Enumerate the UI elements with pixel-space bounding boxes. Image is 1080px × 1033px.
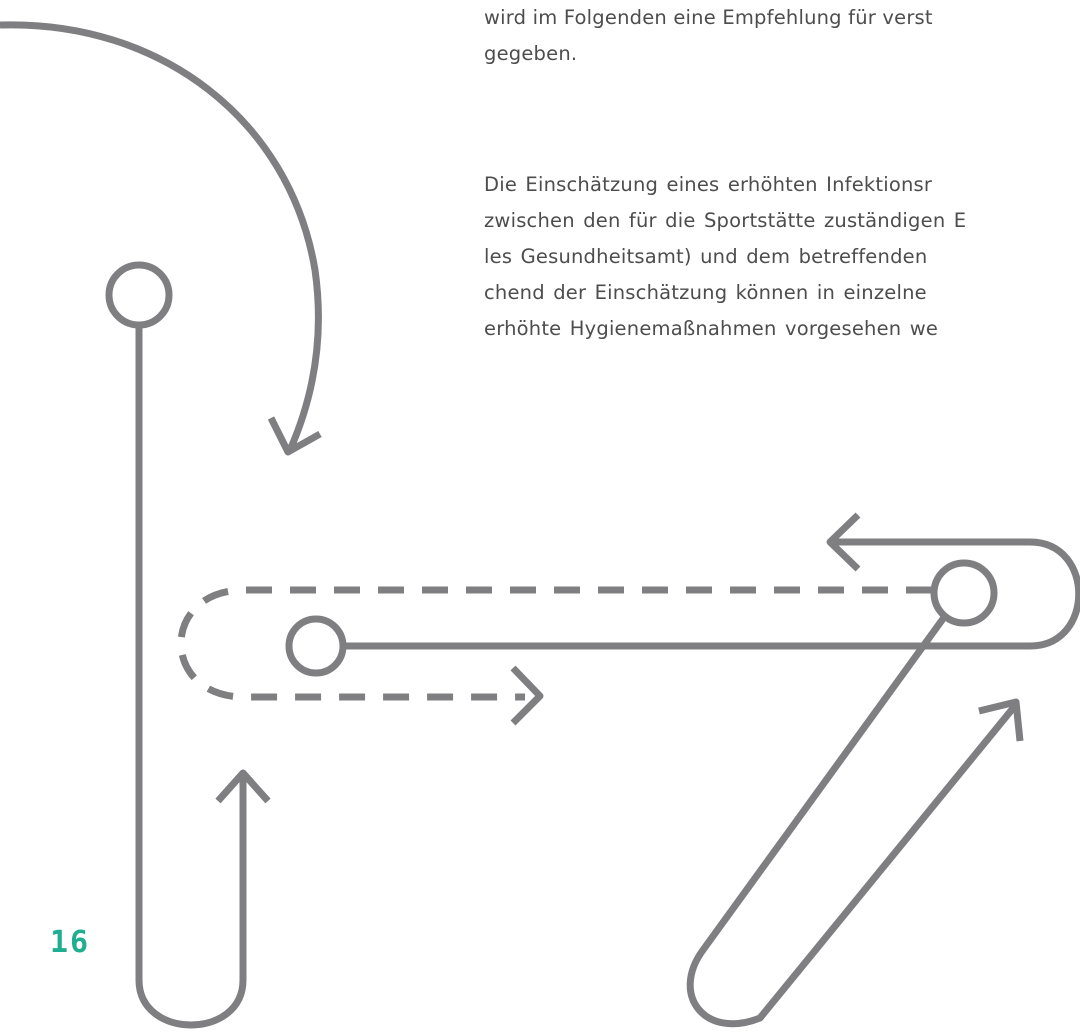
node-circle-left	[105, 261, 173, 329]
text-line: les Gesundheitsamt) und dem betreffenden	[484, 245, 928, 268]
text-line: zwischen den für die Sportstätte zuständ…	[484, 209, 967, 232]
loop-arrowhead	[215, 769, 271, 804]
text-line: chend der Einschätzung können in einzeln…	[484, 281, 927, 304]
body-paragraph-1: wird im Folgenden eine Empfehlung für ve…	[484, 0, 933, 72]
text-line: erhöhte Hygienemaßnahmen vorgesehen we	[484, 317, 939, 340]
curved-arrow-line	[0, 21, 322, 452]
text-line: gegeben.	[484, 42, 578, 65]
body-paragraph-2: Die Einschätzung eines erhöhten Infektio…	[484, 167, 966, 347]
dashed-arrowhead	[510, 665, 544, 726]
page-number: 16	[50, 925, 91, 960]
loop-arrow-line	[135, 325, 247, 1029]
text-line: Die Einschätzung eines erhöhten Infektio…	[484, 173, 933, 196]
dashed-loop-line	[177, 586, 932, 701]
diagonal-arrowhead	[978, 698, 1024, 742]
return-arrowhead	[826, 512, 861, 572]
return-arrow-line	[343, 538, 1080, 650]
diagonal-loop-line	[686, 613, 1017, 1028]
node-circle-right	[930, 559, 998, 627]
curved-arrowhead	[267, 416, 322, 456]
node-circle-middle	[285, 615, 347, 677]
text-line: wird im Folgenden eine Empfehlung für ve…	[484, 6, 933, 29]
